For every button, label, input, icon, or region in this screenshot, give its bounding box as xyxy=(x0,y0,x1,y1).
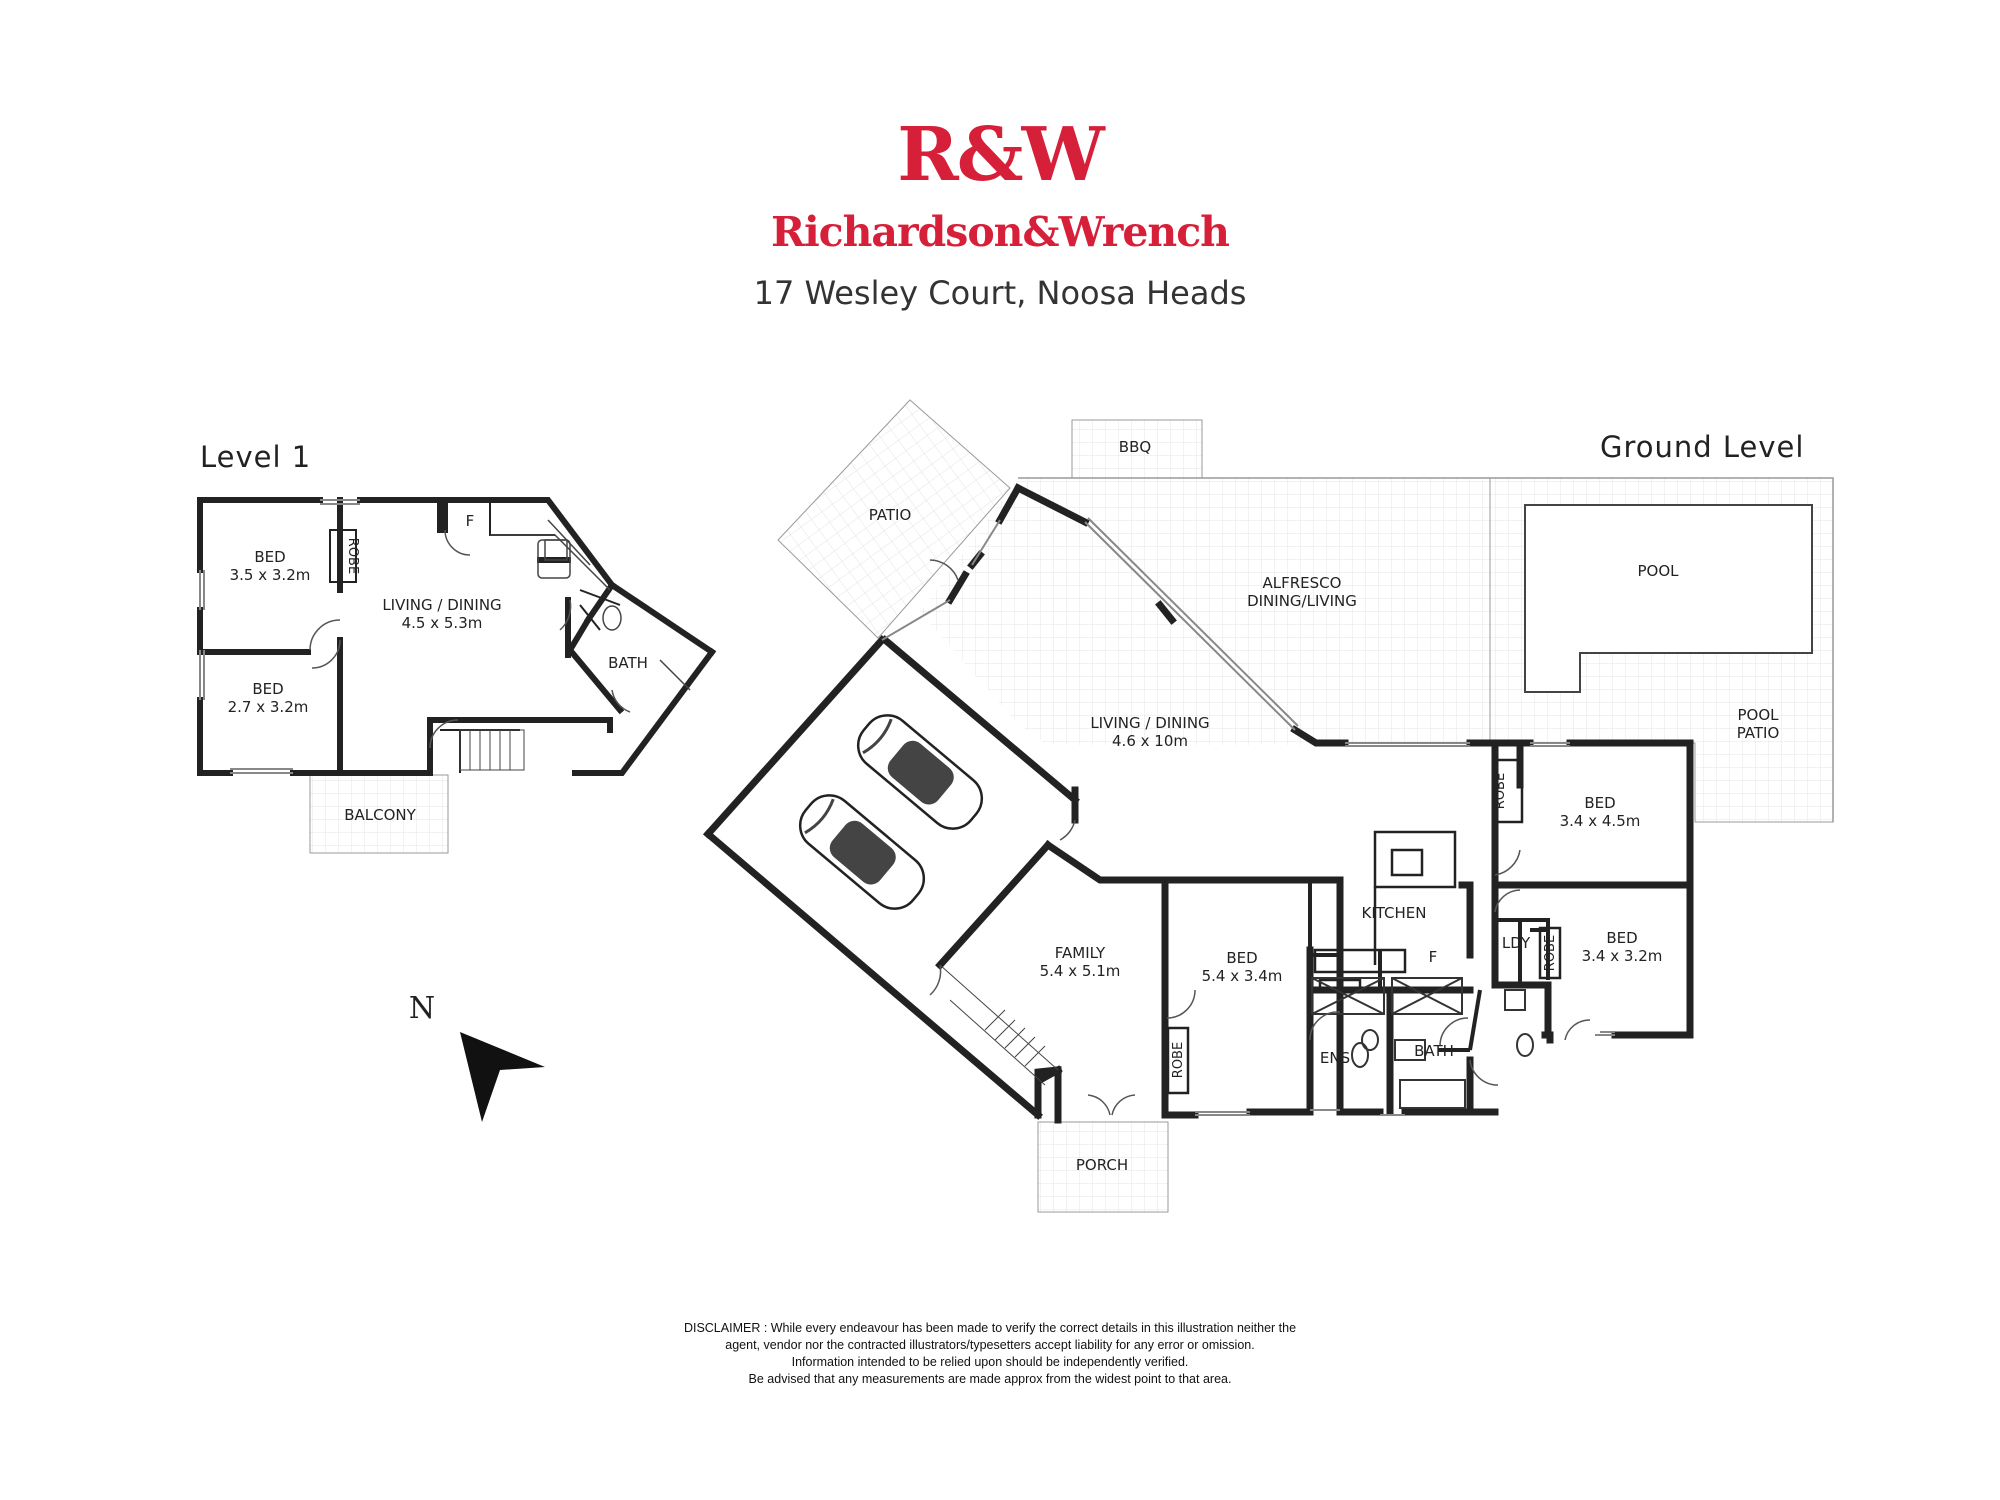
balcony-area xyxy=(309,774,449,854)
level1-living-name: LIVING / DINING xyxy=(382,596,501,614)
ground-walls xyxy=(703,483,1694,1124)
level1-walls xyxy=(197,497,717,776)
ground-fridge-label: F xyxy=(1429,948,1438,966)
brand-logo-wordmark: Richardson&Wrench xyxy=(771,208,1230,256)
level1-windows xyxy=(199,499,360,774)
pool-outline xyxy=(1524,504,1813,693)
level1-balcony-label: BALCONY xyxy=(344,806,416,824)
level1-bath-label: BATH xyxy=(608,654,648,672)
north-arrow-icon xyxy=(460,1032,545,1122)
level1-bed2-size: 2.7 x 3.2m xyxy=(228,698,309,716)
ground-alfresco-label-2: DINING/LIVING xyxy=(1247,592,1357,610)
ground-robe-c-label: ROBE xyxy=(1171,1042,1186,1078)
ground-bath-label: BATH xyxy=(1414,1042,1454,1060)
ground-door-swings xyxy=(929,559,1591,1116)
disclaimer-line-3: Information intended to be relied upon s… xyxy=(791,1355,1189,1369)
brand-logo-mark: R&W xyxy=(897,112,1104,198)
porch-area xyxy=(1037,1121,1169,1213)
ground-robe-a-label: ROBE xyxy=(1493,773,1508,809)
ground-alfresco-label-1: ALFRESCO xyxy=(1263,574,1342,592)
ground-laundry-label: LDY xyxy=(1502,934,1531,952)
disclaimer-line-2: agent, vendor nor the contracted illustr… xyxy=(725,1338,1255,1352)
level1-bed1-size: 3.5 x 3.2m xyxy=(230,566,311,584)
ground-living-name: LIVING / DINING xyxy=(1090,714,1209,732)
ground-bed-b-name: BED xyxy=(1606,929,1637,947)
ground-porch-label: PORCH xyxy=(1076,1156,1128,1174)
level1-stairs xyxy=(459,729,525,771)
ground-secondary-walls xyxy=(1308,880,1550,1052)
level1-bath-fixtures xyxy=(537,519,691,691)
garage-cars xyxy=(798,714,984,910)
ground-level-plan: PATIO BBQ ALFRESCO DINING/LIVING POOL PO… xyxy=(703,399,1834,1213)
car-icon xyxy=(798,794,926,910)
level1-door-swings xyxy=(309,529,631,749)
compass: N xyxy=(409,991,545,1122)
level1-title: Level 1 xyxy=(200,440,312,474)
ground-pool-label: POOL xyxy=(1637,562,1679,580)
bbq-area xyxy=(1071,419,1203,479)
ground-family-name: FAMILY xyxy=(1055,944,1106,962)
ground-pool-patio-label-1: POOL xyxy=(1737,706,1779,724)
disclaimer-line-4: Be advised that any measurements are mad… xyxy=(748,1372,1232,1386)
level1-bed1-name: BED xyxy=(254,548,285,566)
ground-bed-c-name: BED xyxy=(1226,949,1257,967)
alfresco-paving xyxy=(920,478,1490,745)
ground-bathroom-fixtures xyxy=(1311,977,1534,1109)
car-icon xyxy=(856,714,984,830)
property-address: 17 Wesley Court, Noosa Heads xyxy=(753,274,1247,312)
level1-living-size: 4.5 x 5.3m xyxy=(402,614,483,632)
ground-bed-b-size: 3.4 x 3.2m xyxy=(1582,947,1663,965)
ground-level-title: Ground Level xyxy=(1600,430,1805,464)
ground-kitchen-label: KITCHEN xyxy=(1362,904,1427,922)
level1-plan: BED 3.5 x 3.2m BED 2.7 x 3.2m ROBE LIVIN… xyxy=(197,497,717,854)
ground-robe-b-label: ROBE xyxy=(1543,935,1558,971)
ground-bed-a-name: BED xyxy=(1584,794,1615,812)
ground-stairs xyxy=(939,964,1059,1086)
disclaimer: DISCLAIMER : While every endeavour has b… xyxy=(600,1320,1380,1388)
ground-bed-c-size: 5.4 x 3.4m xyxy=(1202,967,1283,985)
ground-patio-label: PATIO xyxy=(869,506,912,524)
disclaimer-line-1: DISCLAIMER : While every endeavour has b… xyxy=(683,1321,1297,1335)
ground-pool-patio-label-2: PATIO xyxy=(1737,724,1780,742)
level1-fridge-label: F xyxy=(466,512,475,530)
level1-kitchenette xyxy=(490,534,611,591)
ground-windows xyxy=(881,517,1615,1116)
ground-family-size: 5.4 x 5.1m xyxy=(1040,962,1121,980)
ground-bbq-label: BBQ xyxy=(1119,438,1151,456)
alfresco-outline xyxy=(1018,477,1834,822)
patio-area xyxy=(777,399,1011,639)
ground-ensuite-label: ENS xyxy=(1320,1049,1350,1067)
ground-fixtures xyxy=(1166,758,1562,1095)
compass-north-label: N xyxy=(409,991,435,1026)
ground-living-size: 4.6 x 10m xyxy=(1112,732,1188,750)
ground-bed-a-size: 3.4 x 4.5m xyxy=(1560,812,1641,830)
level1-bed2-name: BED xyxy=(252,680,283,698)
level1-robe-label: ROBE xyxy=(345,538,360,574)
